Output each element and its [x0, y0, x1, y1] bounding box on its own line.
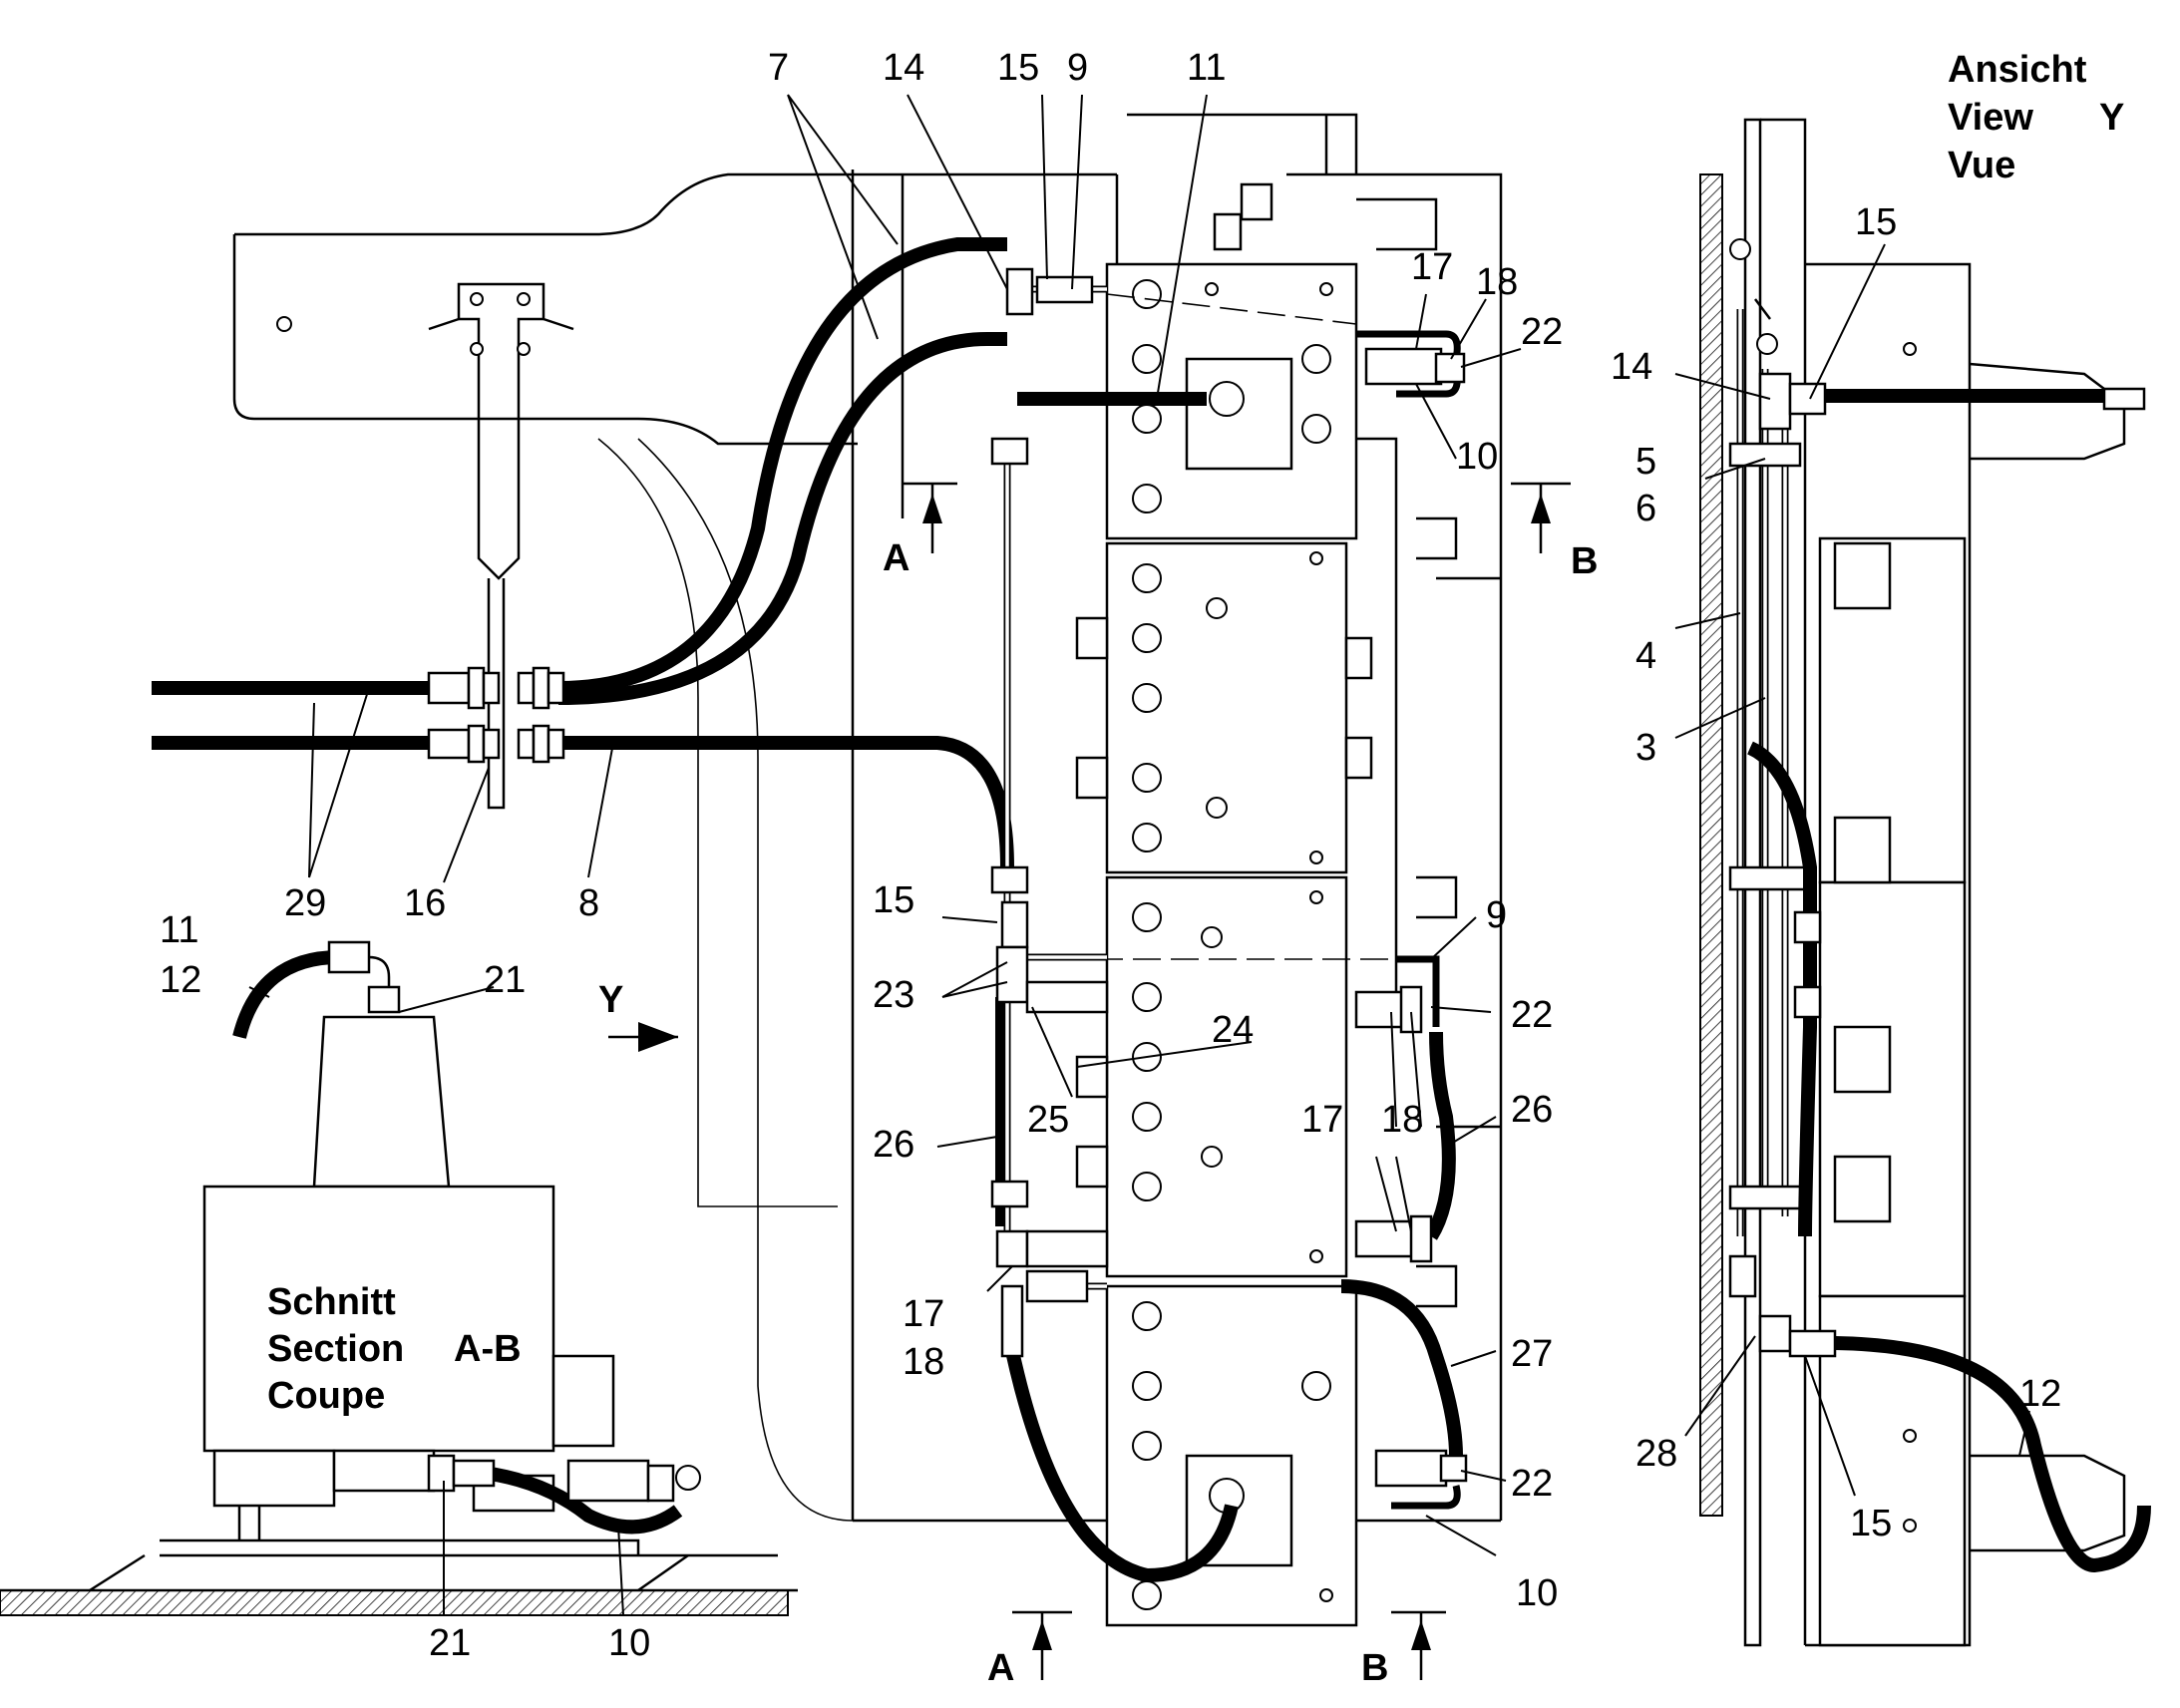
section-title: Schnitt Section A-B Coupe [267, 1281, 522, 1417]
callout-15-mid: 15 [873, 879, 914, 921]
callout-27: 27 [1511, 1333, 1553, 1375]
callout-11-inset: 11 [160, 909, 198, 951]
callout-17-low: 17 [903, 1293, 944, 1335]
callout-18-low: 18 [903, 1341, 944, 1383]
hoses [152, 237, 1463, 1583]
callout-21-inset: 21 [484, 959, 526, 1001]
callout-9-top: 9 [1067, 47, 1088, 89]
callout-21-section: 21 [429, 1622, 471, 1664]
callout-22-mid: 22 [1511, 994, 1553, 1036]
section-mark-group [608, 482, 1571, 1680]
callout-5: 5 [1635, 441, 1656, 483]
leader-lines [248, 94, 2030, 1616]
view-title-letter: Y [2099, 97, 2124, 139]
section-a-b-drawing [0, 1185, 798, 1616]
callout-26-left: 26 [873, 1124, 914, 1166]
callout-6: 6 [1635, 488, 1656, 529]
section-title-line1: Schnitt [267, 1281, 396, 1323]
section-mark-b-bottom: B [1361, 1647, 1388, 1689]
callout-23: 23 [873, 974, 914, 1016]
callout-7: 7 [768, 47, 789, 89]
callout-17-top: 17 [1411, 246, 1453, 288]
callout-22-low: 22 [1511, 1463, 1553, 1505]
callout-24: 24 [1212, 1009, 1254, 1051]
callout-12-view: 12 [2019, 1373, 2061, 1415]
view-title-line2: View [1948, 97, 2033, 139]
view-title-line1: Ansicht [1948, 49, 2087, 91]
callout-22-top: 22 [1521, 311, 1563, 353]
view-y-drawing [1699, 118, 2151, 1647]
callout-labels: 7 14 15 9 11 17 18 22 10 29 16 8 11 12 2… [160, 47, 2061, 1664]
callout-17-mid: 17 [1301, 1099, 1343, 1141]
section-mark-b-top: B [1571, 540, 1598, 582]
fittings-line-29 [427, 666, 565, 764]
callout-15-view: 15 [1855, 201, 1897, 243]
callout-10-low: 10 [1516, 1572, 1558, 1614]
callout-9-mid: 9 [1486, 894, 1507, 936]
section-title-line2: Section [267, 1328, 404, 1370]
lifting-bracket [276, 282, 574, 810]
valve-stack [1057, 262, 1396, 1627]
callout-29: 29 [284, 882, 326, 924]
callout-11-top: 11 [1187, 47, 1226, 89]
callout-8: 8 [578, 882, 599, 924]
callout-25: 25 [1027, 1099, 1069, 1141]
callout-16: 16 [404, 882, 446, 924]
section-mark-a-top: A [883, 537, 909, 579]
callout-12-inset: 12 [160, 959, 201, 1001]
callout-10-section: 10 [608, 1622, 650, 1664]
callout-14-top: 14 [883, 47, 924, 89]
view-y-title: Ansicht View Y Vue [1948, 49, 2124, 186]
section-mark-a-bottom: A [987, 1647, 1014, 1689]
callout-26-right: 26 [1511, 1089, 1553, 1131]
section-title-line3: Coupe [267, 1375, 385, 1417]
callout-15-top: 15 [997, 47, 1039, 89]
inset-connection-21 [232, 940, 451, 1189]
callout-10-top: 10 [1456, 436, 1498, 478]
section-title-letter: A-B [454, 1328, 522, 1370]
view-y-bolt-plates [1833, 342, 1917, 1533]
fittings-right [1354, 330, 1468, 1510]
callout-4: 4 [1635, 635, 1656, 677]
callout-18-mid: 18 [1381, 1099, 1423, 1141]
pipes-center [990, 267, 1109, 1358]
view-title-line3: Vue [1948, 145, 2015, 186]
machine-frame [232, 113, 1503, 1523]
callout-14-view: 14 [1611, 346, 1652, 388]
section-letters: A B A B Y [598, 537, 1598, 1689]
callout-18-top: 18 [1476, 261, 1518, 303]
callout-15-view-low: 15 [1850, 1503, 1892, 1544]
view-y-arrow-label: Y [598, 979, 623, 1021]
callout-3: 3 [1635, 727, 1656, 769]
callout-28: 28 [1635, 1433, 1677, 1475]
